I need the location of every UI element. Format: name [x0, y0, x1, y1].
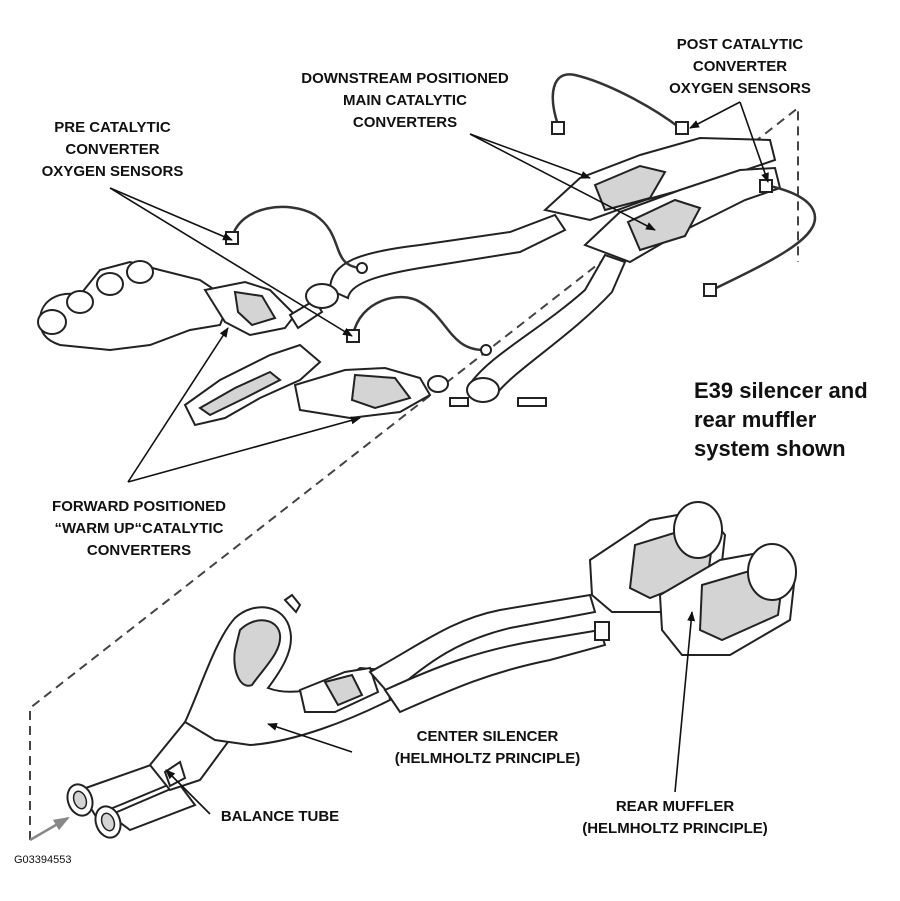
- label-line: CONVERTER: [65, 141, 160, 158]
- system-note: E39 silencer and rear muffler system sho…: [694, 376, 868, 463]
- label-center-silencer: CENTER SILENCER (HELMHOLTZ PRINCIPLE): [360, 726, 615, 770]
- warm-up-converter-upper: [203, 280, 324, 337]
- note-line: system shown: [694, 436, 846, 461]
- rear-muffler: [588, 501, 797, 656]
- label-balance-tube: BALANCE TUBE: [200, 806, 360, 828]
- intermediate-pipes: [368, 593, 610, 714]
- warm-up-converter-lower: [293, 366, 449, 420]
- label-post-cat-oxygen-sensors: POST CATALYTIC CONVERTER OXYGEN SENSORS: [640, 34, 840, 100]
- label-line: CONVERTER: [692, 58, 788, 75]
- label-line: DOWNSTREAM POSITIONED: [301, 70, 509, 87]
- label-line: PRE CATALYTIC: [54, 119, 171, 136]
- label-downstream-main-converters: DOWNSTREAM POSITIONED MAIN CATALYTIC CON…: [255, 68, 555, 134]
- post-cat-oxygen-sensor-upper: [551, 73, 689, 135]
- leader-lines: [109, 101, 769, 815]
- tail-pipes: [66, 758, 197, 839]
- label-line: CONVERTERS: [352, 114, 458, 131]
- label-line: (HELMHOLTZ PRINCIPLE): [582, 820, 768, 837]
- label-pre-cat-oxygen-sensors: PRE CATALYTIC CONVERTER OXYGEN SENSORS: [15, 117, 210, 183]
- label-line: BALANCE TUBE: [220, 808, 340, 825]
- label-line: REAR MUFFLER: [615, 798, 735, 815]
- label-line: “WARM UP“CATALYTIC: [54, 520, 224, 537]
- label-line: FORWARD POSITIONED: [52, 498, 226, 515]
- figure-code: G03394553: [14, 854, 72, 866]
- note-line: rear muffler: [694, 407, 817, 432]
- label-line: OXYGEN SENSORS: [41, 163, 184, 180]
- label-line: (HELMHOLTZ PRINCIPLE): [394, 750, 581, 767]
- note-line: E39 silencer and: [694, 378, 868, 403]
- flange-hardware: [449, 397, 547, 407]
- label-rear-muffler: REAR MUFFLER (HELMHOLTZ PRINCIPLE): [555, 796, 795, 840]
- exhaust-manifold-lower: [183, 343, 322, 427]
- label-line: POST CATALYTIC: [676, 36, 804, 53]
- post-cat-oxygen-sensor-lower: [703, 179, 817, 297]
- front-pipes: [305, 213, 627, 403]
- exhaust-manifold-upper: [37, 260, 232, 352]
- dashed-boundary: [29, 105, 799, 842]
- pre-cat-oxygen-sensor-upper: [225, 205, 368, 274]
- main-converter-lower: [583, 166, 782, 264]
- label-line: OXYGEN SENSORS: [669, 80, 811, 97]
- label-forward-warm-up-converters: FORWARD POSITIONED “WARM UP“CATALYTIC CO…: [14, 496, 264, 562]
- label-line: MAIN CATALYTIC: [343, 92, 467, 109]
- label-line: CENTER SILENCER: [416, 728, 559, 745]
- center-silencer: [183, 593, 392, 747]
- label-line: CONVERTERS: [86, 542, 192, 559]
- pre-cat-oxygen-sensor-lower: [346, 295, 492, 356]
